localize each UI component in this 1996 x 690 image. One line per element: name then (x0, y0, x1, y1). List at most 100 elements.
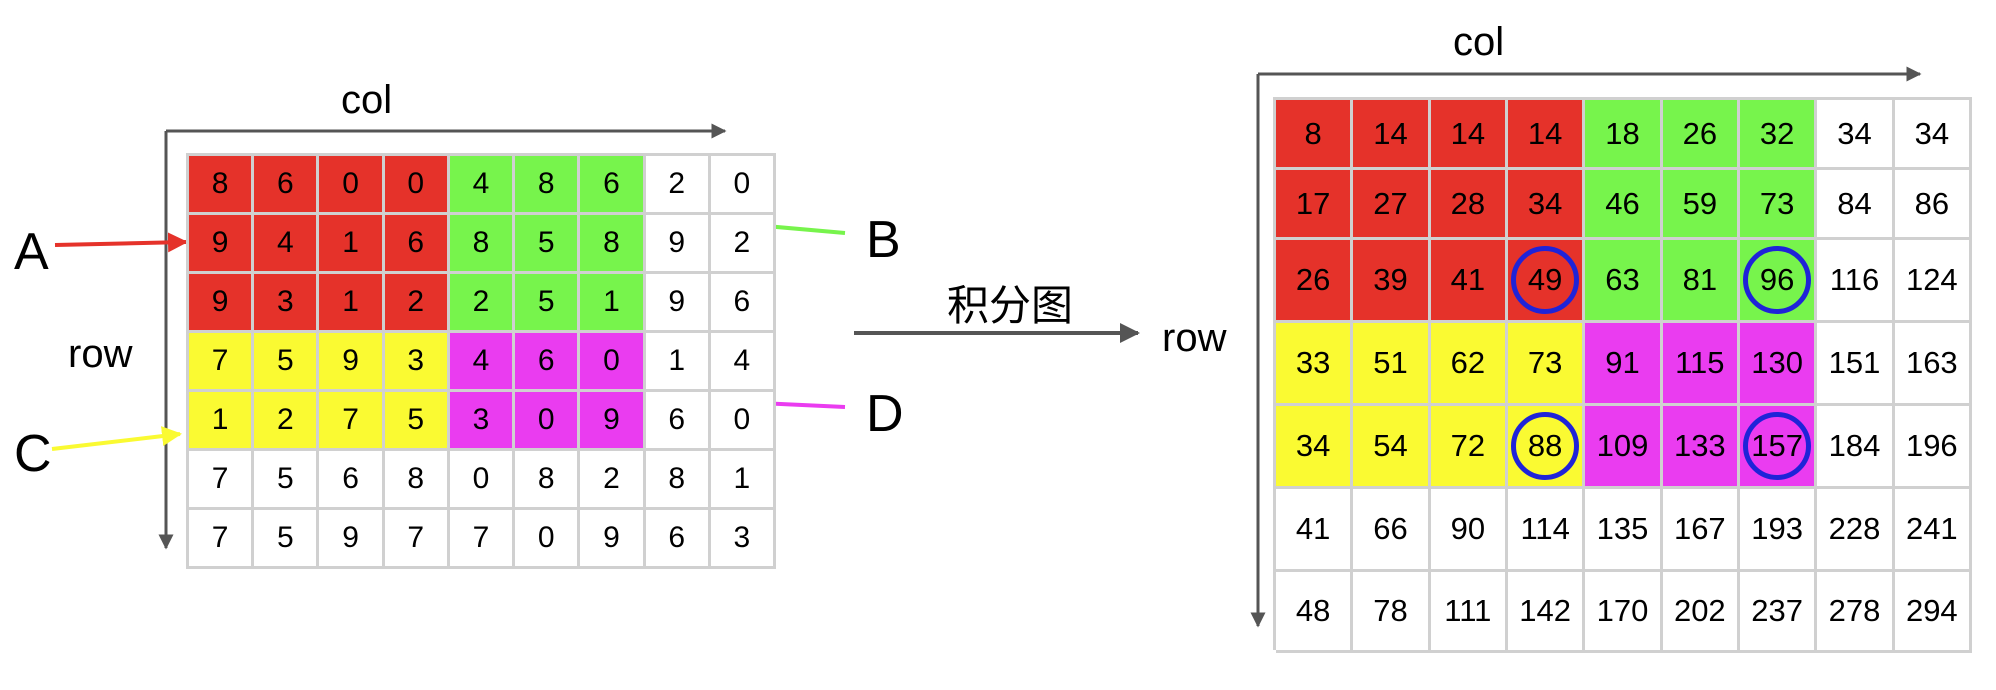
integral-cell: 109 (1585, 406, 1663, 489)
source-cell: 9 (189, 274, 255, 333)
region-a-label: A (14, 223, 49, 281)
source-cell: 5 (254, 333, 320, 392)
region-b-label: B (866, 211, 901, 269)
source-cell: 5 (254, 451, 320, 510)
source-cell: 2 (645, 156, 711, 215)
integral-cell: 241 (1894, 489, 1972, 572)
region-d-label: D (866, 385, 904, 443)
source-cell: 0 (449, 451, 516, 510)
integral-cell: 90 (1430, 489, 1508, 572)
arrow-a (54, 232, 188, 253)
transform-label: 积分图 (947, 282, 1074, 329)
integral-cell: 124 (1894, 240, 1972, 323)
integral-cell: 54 (1353, 406, 1431, 489)
integral-cell: 73 (1508, 323, 1586, 406)
source-cell: 9 (580, 392, 646, 451)
source-cell: 8 (189, 156, 255, 215)
source-cell: 2 (580, 451, 646, 510)
integral-cell: 135 (1585, 489, 1663, 572)
source-cell: 6 (645, 510, 711, 569)
source-cell: 1 (645, 333, 711, 392)
source-cell: 3 (710, 510, 776, 569)
integral-cell: 228 (1817, 489, 1895, 572)
integral-cell: 48 (1276, 572, 1354, 653)
source-cell: 2 (254, 392, 320, 451)
integral-cell: 39 (1353, 240, 1431, 323)
integral-cell: 46 (1585, 170, 1663, 240)
source-cell: 7 (384, 510, 450, 569)
integral-cell: 111 (1430, 572, 1508, 653)
integral-cell: 14 (1430, 100, 1508, 170)
source-cell: 7 (189, 451, 255, 510)
region-c-label: C (14, 425, 52, 483)
source-cell: 6 (710, 274, 776, 333)
source-cell: 2 (710, 215, 776, 274)
source-cell: 5 (254, 510, 320, 569)
integral-cell: 170 (1585, 572, 1663, 653)
source-cell: 8 (645, 451, 711, 510)
integral-cell: 51 (1353, 323, 1431, 406)
source-cell: 8 (449, 215, 516, 274)
integral-cell: 86 (1894, 170, 1972, 240)
source-cell: 1 (580, 274, 646, 333)
integral-cell: 26 (1662, 100, 1740, 170)
integral-cell: 114 (1508, 489, 1586, 572)
integral-cell: 27 (1353, 170, 1431, 240)
source-cell: 4 (449, 333, 516, 392)
integral-cell: 8 (1276, 100, 1354, 170)
source-cell: 2 (384, 274, 450, 333)
integral-cell: 130 (1740, 323, 1818, 406)
integral-cell: 41 (1276, 489, 1354, 572)
right-row-label: row (1162, 316, 1227, 360)
integral-cell: 84 (1817, 170, 1895, 240)
integral-cell: 41 (1430, 240, 1508, 323)
integral-cell: 196 (1894, 406, 1972, 489)
source-cell: 0 (515, 392, 581, 451)
integral-cell: 49 (1508, 240, 1586, 323)
integral-cell: 237 (1740, 572, 1818, 653)
source-cell: 6 (515, 333, 581, 392)
source-cell: 2 (449, 274, 516, 333)
integral-cell: 72 (1430, 406, 1508, 489)
left-row-label: row (68, 332, 133, 376)
integral-cell: 96 (1740, 240, 1818, 323)
integral-cell: 63 (1585, 240, 1663, 323)
integral-cell: 115 (1662, 323, 1740, 406)
right-col-label: col (1453, 20, 1505, 64)
integral-cell: 91 (1585, 323, 1663, 406)
integral-cell: 202 (1662, 572, 1740, 653)
left-col-label: col (341, 78, 393, 122)
source-cell: 5 (515, 274, 581, 333)
source-cell: 8 (384, 451, 450, 510)
integral-cell: 151 (1817, 323, 1895, 406)
integral-cell: 157 (1740, 406, 1818, 489)
source-cell: 4 (710, 333, 776, 392)
integral-cell: 73 (1740, 170, 1818, 240)
integral-cell: 59 (1662, 170, 1740, 240)
source-cell: 6 (645, 392, 711, 451)
source-cell: 8 (580, 215, 646, 274)
source-cell: 1 (319, 274, 385, 333)
integral-cell: 32 (1740, 100, 1818, 170)
integral-cell: 294 (1894, 572, 1972, 653)
source-cell: 4 (449, 156, 516, 215)
source-cell: 6 (319, 451, 385, 510)
integral-cell: 14 (1353, 100, 1431, 170)
source-cell: 1 (710, 451, 776, 510)
integral-cell: 184 (1817, 406, 1895, 489)
source-cell: 0 (319, 156, 385, 215)
source-cell: 3 (254, 274, 320, 333)
integral-cell: 193 (1740, 489, 1818, 572)
source-cell: 9 (189, 215, 255, 274)
integral-cell: 28 (1430, 170, 1508, 240)
source-cell: 0 (515, 510, 581, 569)
source-cell: 7 (319, 392, 385, 451)
integral-cell: 34 (1894, 100, 1972, 170)
source-cell: 1 (319, 215, 385, 274)
integral-cell: 278 (1817, 572, 1895, 653)
integral-cell: 88 (1508, 406, 1586, 489)
source-cell: 9 (645, 215, 711, 274)
integral-cell: 34 (1508, 170, 1586, 240)
